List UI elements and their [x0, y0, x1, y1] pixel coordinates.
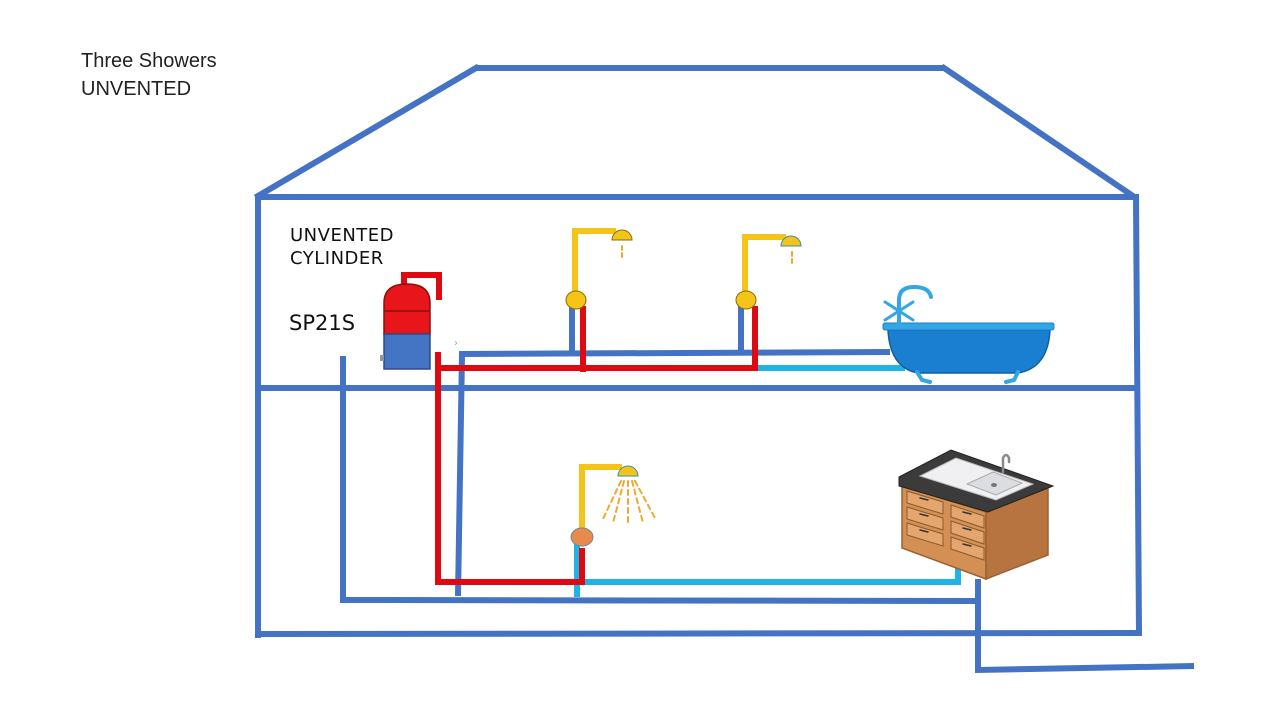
mains-inlet-pipe [975, 579, 1195, 674]
diagram-title-line-1: Three Showers [81, 50, 217, 72]
tap-icon [883, 284, 933, 324]
diagram-title-line-2: UNVENTED [81, 78, 192, 100]
bath-rim [882, 322, 1055, 331]
sink-tap [1001, 453, 1011, 474]
upper-shower-2 [735, 234, 802, 310]
upper-shower-1-mixer-valve [565, 290, 587, 310]
right-wall [1132, 193, 1143, 637]
upstairs-cold-main-pipe [455, 349, 891, 597]
water-spray-icon [601, 480, 656, 525]
hot-distribution [401, 272, 758, 585]
upper-shower-2-arm [742, 234, 786, 296]
bath-foot [915, 370, 932, 384]
cylinder-model-label: SP21S [289, 311, 356, 335]
house-structure [253, 63, 1143, 638]
cabinet-drawers [906, 490, 985, 561]
unvented-cylinder-icon: › [380, 283, 458, 370]
sink-drain [991, 483, 997, 487]
upper-shower-1 [565, 228, 633, 310]
tap-icon [1001, 453, 1011, 474]
shower-head-icon [617, 465, 639, 477]
cylinder-hot-outlet-pipe [401, 272, 442, 300]
ground-shower [570, 464, 656, 547]
bath-foot [1004, 370, 1020, 384]
bath-tap-spout [897, 284, 933, 324]
cylinder-hot-section [383, 283, 431, 335]
sink-unit-icon [898, 449, 1055, 581]
cylinder-label-line-1: UNVENTED [290, 225, 395, 246]
upper-shower-1-arm [572, 228, 616, 296]
ground-line [254, 629, 1143, 638]
upper-shower-2-mixer-valve [735, 290, 757, 310]
sink-cold-pipe [585, 562, 961, 585]
bath-tap-handle [883, 300, 915, 322]
ground-shower-arm [579, 464, 622, 532]
cylinder-label-line-2: CYLINDER [290, 248, 384, 269]
shower-head-icon [780, 235, 802, 247]
cylinder-cold-supply-pipe [340, 356, 976, 604]
cylinder-cold-section [383, 333, 431, 370]
cylinder-valve-mark: › [454, 338, 458, 349]
cabinet-handles [919, 497, 972, 547]
mains-cold-feed [340, 306, 1195, 674]
roof-outline [253, 63, 1138, 201]
bath-icon [882, 284, 1055, 384]
hot-main-pipe [435, 352, 585, 585]
ground-shower-mixer-valve [570, 527, 594, 547]
cylinder-inlet-stub [380, 355, 384, 361]
shower-head-icon [611, 229, 633, 241]
bath-tub [887, 329, 1051, 374]
upstairs-hot-pipe [438, 306, 758, 371]
